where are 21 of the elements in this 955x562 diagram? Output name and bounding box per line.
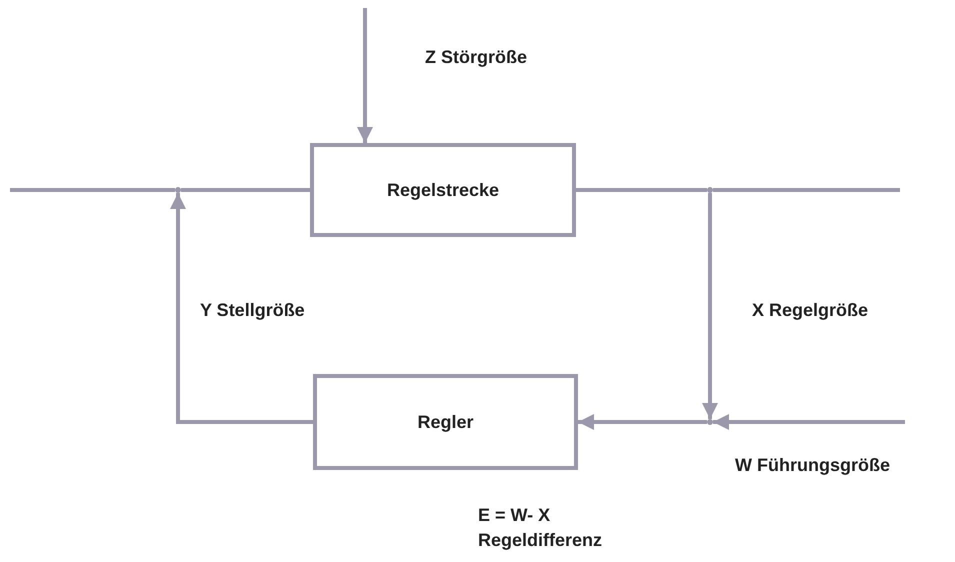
edge-label: W Führungsgröße <box>735 454 890 477</box>
edge-label: Y Stellgröße <box>200 299 305 322</box>
connector-line <box>181 188 310 192</box>
junction-point <box>707 419 713 425</box>
arrow <box>170 193 313 424</box>
edge-label: X Regelgröße <box>752 299 868 322</box>
box-label: Regelstrecke <box>386 180 500 200</box>
junction-point <box>175 187 181 193</box>
connector-line <box>10 188 175 192</box>
edge-label: Z Störgröße <box>425 46 527 69</box>
connector-line <box>713 188 900 192</box>
arrow <box>357 8 373 143</box>
arrow <box>702 193 718 419</box>
arrow <box>578 414 707 430</box>
arrow <box>713 414 905 430</box>
junction-point <box>707 187 713 193</box>
edge-label: E = W- X Regeldifferenz <box>478 504 604 552</box>
box-label: Regler <box>417 412 474 432</box>
process-box <box>313 374 578 470</box>
connector-line <box>576 188 707 192</box>
process-box <box>310 143 576 237</box>
